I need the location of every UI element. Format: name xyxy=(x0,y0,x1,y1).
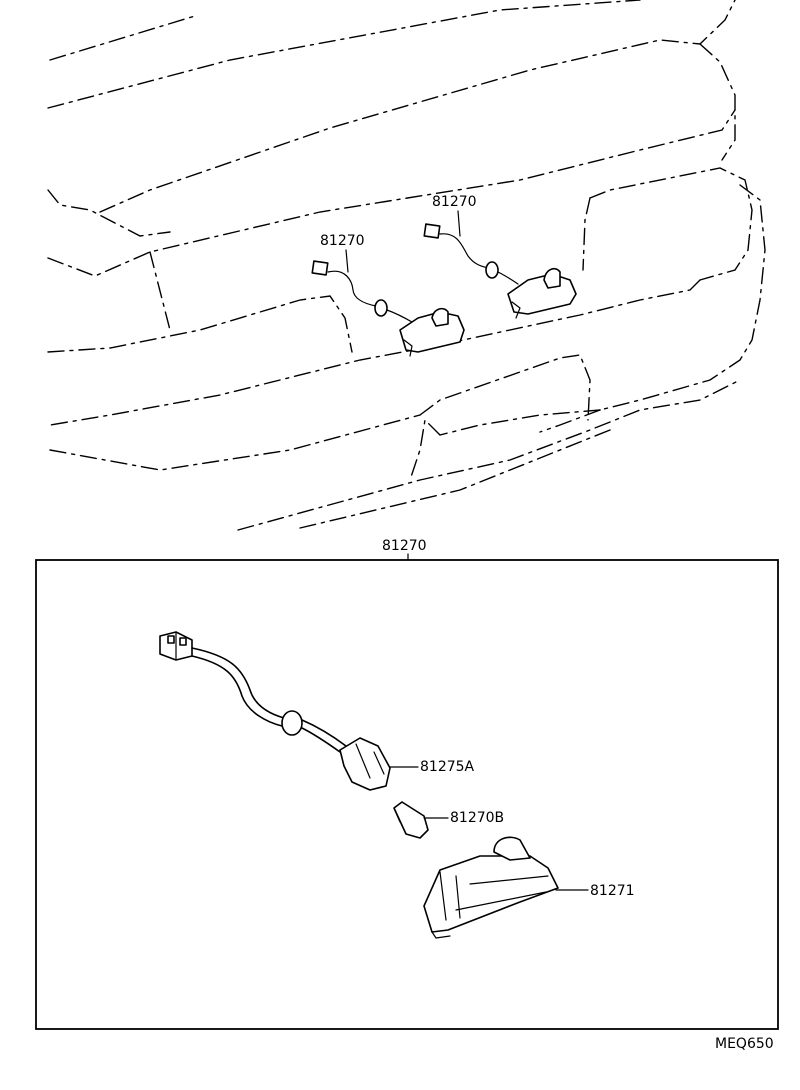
bulb-81270b xyxy=(393,801,429,839)
vehicle-rear-outline xyxy=(47,0,766,531)
callout-81270-assembly: 81270 xyxy=(382,538,427,554)
assembly-box xyxy=(35,559,779,1030)
lamp-housing-81271 xyxy=(423,836,559,939)
callout-81270-left: 81270 xyxy=(320,233,365,249)
socket-81275a xyxy=(339,737,391,791)
drawing-code: MEQ650 xyxy=(715,1036,774,1052)
installed-lamp-right xyxy=(423,223,577,319)
callout-81275a: 81275A xyxy=(420,759,475,775)
leader-line-left xyxy=(345,249,349,273)
callout-81270-right: 81270 xyxy=(432,194,477,210)
callout-81270b: 81270B xyxy=(450,810,504,826)
leader-line-right xyxy=(457,210,461,237)
callout-81271: 81271 xyxy=(590,883,635,899)
installed-lamp-left xyxy=(311,260,465,357)
connector-and-wire xyxy=(159,631,347,753)
